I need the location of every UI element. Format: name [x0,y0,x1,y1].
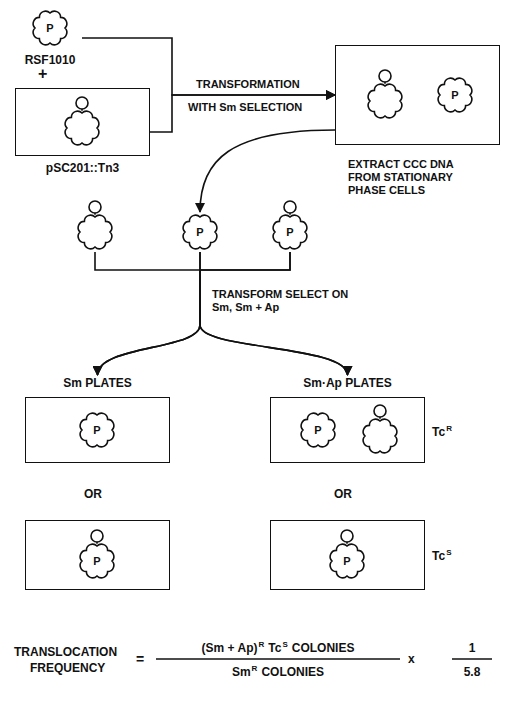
label-text: x [408,652,415,666]
plasmid-name: RSF1010 [18,53,82,68]
superscript: S [282,640,287,649]
formula-row: SmRCOLONIES [232,664,324,680]
fraction-line [156,658,400,659]
label-text: Tc [268,641,281,655]
connector [98,252,201,375]
connector [150,95,335,132]
plasmid-label: P [298,423,338,437]
plasmid-label: P [77,554,117,568]
plasmid-shape: P [77,529,117,581]
cell-box: P [335,45,500,145]
cell-box: pSC201::Tn3 [15,88,150,176]
connector [82,38,335,95]
plasmid-shape: P [270,200,310,252]
cell-box: Sm·Ap PLATES P [270,375,425,463]
edge-label: EXTRACT CCC DNA FROM STATIONARY PHASE CE… [346,158,485,197]
plasmid-label: P [180,225,220,239]
label-text: + [38,65,47,82]
label-text: COLONIES [292,641,355,655]
tn3-plasmid [363,405,397,453]
plasmid-shape: P [30,8,70,48]
formula-row: FREQUENCY [30,660,105,676]
plasmid-node: P [77,529,117,581]
plasmid-node: P [327,529,367,581]
cell-outline [335,45,500,145]
superscript: R [252,664,258,673]
formula-row: 1 [469,640,476,656]
plasmid-ring [273,201,307,249]
formula-row: OR [334,486,352,502]
cell-box: P [25,520,170,590]
label-text: OR [334,487,352,501]
formula-row: + [38,66,47,82]
connector [200,130,335,212]
plasmid-label: P [435,88,475,102]
label-text: 5.8 [464,665,481,679]
plasmid-label: P [77,423,117,437]
label-text: Tc [432,549,445,563]
label-text: 1 [469,641,476,655]
plasmid-node: P [270,200,310,252]
label-text: FREQUENCY [30,661,105,675]
plasmid-label: P [30,21,70,35]
label-text: = [136,651,144,667]
cell-box: Sm PLATES P [25,375,170,463]
plasmid-shape: P [435,75,475,115]
formula-row: x [408,651,415,667]
label-text: OR [84,487,102,501]
label-text: Sm [232,665,251,679]
formula-row: TcR [432,424,452,440]
formula-row: 5.8 [464,664,481,680]
plasmid-label: P [270,225,310,239]
superscript: R [446,424,452,433]
cell-outline [270,397,425,463]
plasmid-shape: P [180,212,220,252]
formula-row: OR [84,486,102,502]
tn3-plasmid [368,70,402,118]
plasmid-label: P [327,554,367,568]
tn3-plasmid [78,201,112,249]
plasmid-name: pSC201::Tn3 [15,161,150,176]
plasmid-shape: P [77,410,117,450]
plasmid-ring [330,530,364,578]
tn3-plasmid [65,97,99,145]
plasmid-shape: P [298,410,338,450]
formula-row: TcS [432,548,451,564]
plasmid-node: P [77,410,117,450]
label-text: COLONIES [261,665,324,679]
plasmid-node: P [298,410,338,450]
label-text: Tc [432,425,445,439]
plasmid-shape: P [327,529,367,581]
plasmid-node: P [180,212,220,252]
cell-box: P [270,520,425,590]
label-text: TRANSLOCATION [14,645,117,659]
plasmid-node: P [435,75,475,115]
label-text: (Sm + Ap) [202,641,258,655]
plasmid-node: P RSF1010 [18,8,82,68]
edge-label: TRANSFORMATION [194,78,302,91]
plasmid-ring [80,530,114,578]
fraction-line [452,658,492,659]
superscript: R [258,640,264,649]
plate-heading: Sm PLATES [25,375,170,391]
formula-row: = [136,651,144,667]
superscript: S [446,548,451,557]
formula-row: TRANSLOCATION [14,644,117,660]
bracket-leg [95,252,200,270]
edge-label: TRANSFORM SELECT ON Sm, Sm + Ap [210,288,364,314]
edge-label: WITH Sm SELECTION [186,101,304,114]
cell-outline [15,88,150,156]
formula-row: (Sm + Ap)R TcS COLONIES [202,640,355,656]
plate-heading: Sm·Ap PLATES [270,375,425,391]
